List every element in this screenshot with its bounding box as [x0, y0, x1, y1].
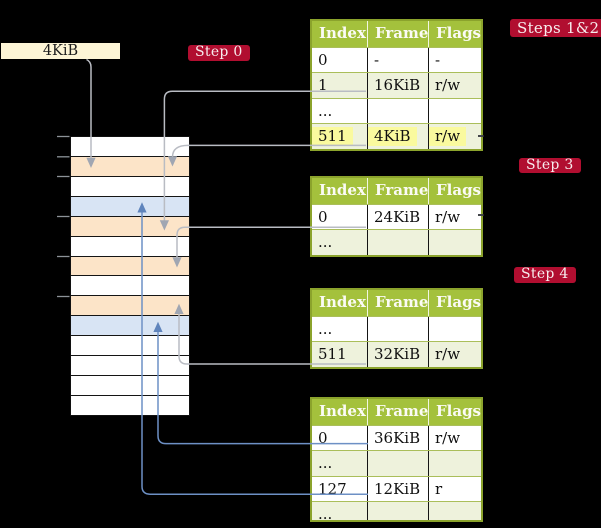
col-header-index: Index	[319, 181, 366, 199]
cell-flags	[428, 451, 481, 476]
table-3-header: Index Frame Flags	[312, 290, 481, 316]
table-row: 0 24KiB r/w	[312, 203, 481, 229]
page-table-4: Index Frame Flags 0 36KiB r/w ... 127 12…	[310, 397, 483, 522]
memory-column	[70, 136, 190, 416]
cell-frame: 36KiB	[367, 425, 428, 450]
cell-flags	[428, 98, 481, 123]
cell-flags: r/w	[428, 342, 481, 367]
memory-row-3	[71, 175, 189, 196]
memory-row-12	[71, 355, 189, 376]
table-row: ...	[312, 501, 481, 520]
table-row: 1 16KiB r/w	[312, 72, 481, 98]
col-header-frame: Frame	[367, 290, 428, 316]
cell-frame	[367, 230, 428, 255]
memory-row-6	[71, 235, 189, 256]
table-4-header: Index Frame Flags	[312, 399, 481, 425]
cell-index: ...	[318, 233, 333, 251]
memory-row-1	[71, 137, 189, 156]
cell-frame: 24KiB	[367, 204, 428, 229]
page-table-2: Index Frame Flags 0 24KiB r/w ...	[310, 176, 483, 257]
cell-flags: r	[428, 476, 481, 501]
cell-index: ...	[318, 505, 333, 522]
cell-index: 0	[318, 428, 328, 447]
memory-row-10	[71, 315, 189, 336]
badge-step-3: Step 3	[519, 157, 581, 173]
cell-flags	[428, 316, 481, 341]
memory-column-ticks	[57, 135, 70, 298]
cell-index: 127	[318, 479, 347, 498]
frame-size-label: 4KiB	[1, 43, 120, 59]
page-table-3: Index Frame Flags ... 511 32KiB r/w	[310, 288, 483, 369]
table-2-header: Index Frame Flags	[312, 178, 481, 204]
cell-frame	[367, 316, 428, 341]
cell-index: ...	[318, 101, 333, 120]
col-header-frame: Frame	[367, 21, 428, 47]
memory-row-14	[71, 394, 189, 415]
col-header-index: Index	[319, 24, 366, 42]
table-row: ...	[312, 229, 481, 255]
cell-index: 511	[312, 124, 367, 149]
cell-index: 1	[318, 76, 328, 94]
cell-flags: r/w	[428, 73, 481, 98]
table-row: 127 12KiB r	[312, 475, 481, 501]
memory-row-13	[71, 375, 189, 395]
cell-frame: -	[367, 47, 428, 72]
cell-flags	[428, 502, 481, 520]
cell-frame: 4KiB	[367, 124, 428, 149]
cell-frame	[367, 502, 428, 520]
memory-row-9	[71, 295, 189, 316]
col-header-flags: Flags	[428, 21, 481, 47]
table-row: ...	[312, 97, 481, 123]
cell-index: 511	[318, 345, 347, 363]
col-header-index: Index	[319, 402, 366, 420]
cell-frame	[367, 451, 428, 476]
cell-index: ...	[318, 454, 333, 472]
cell-frame: 16KiB	[367, 73, 428, 98]
col-header-frame: Frame	[367, 178, 428, 204]
cell-flags: r/w	[428, 204, 481, 229]
cell-flags	[428, 230, 481, 255]
table-row: 0 - -	[312, 46, 481, 72]
cell-frame: 32KiB	[367, 342, 428, 367]
cell-flags: r/w	[428, 124, 481, 149]
cell-flags: -	[428, 47, 481, 72]
cell-flags: r/w	[428, 425, 481, 450]
cell-frame: 12KiB	[367, 476, 428, 501]
badge-steps-1-2: Steps 1&2	[510, 19, 601, 37]
col-header-flags: Flags	[428, 290, 481, 316]
cell-frame	[367, 98, 428, 123]
memory-row-7	[71, 255, 189, 276]
cell-index: 0	[318, 207, 328, 226]
col-header-frame: Frame	[367, 399, 428, 425]
cell-index: 0	[318, 50, 328, 69]
table-row: 511 32KiB r/w	[312, 341, 481, 367]
badge-step-0: Step 0	[188, 44, 250, 61]
table-1-header: Index Frame Flags	[312, 21, 481, 47]
memory-row-5	[71, 215, 189, 236]
table-row: ...	[312, 450, 481, 476]
table-row: 0 36KiB r/w	[312, 424, 481, 450]
table-row-highlighted: 511 4KiB r/w	[312, 123, 481, 149]
col-header-index: Index	[319, 293, 366, 311]
memory-row-11	[71, 335, 189, 356]
col-header-flags: Flags	[428, 178, 481, 204]
col-header-flags: Flags	[428, 399, 481, 425]
table-row: ...	[312, 315, 481, 341]
memory-row-4	[71, 195, 189, 216]
memory-row-8	[71, 275, 189, 296]
cell-index: ...	[318, 319, 333, 338]
memory-row-2	[71, 155, 189, 176]
badge-step-4: Step 4	[514, 266, 576, 283]
page-table-1: Index Frame Flags 0 - - 1 16KiB r/w ... …	[310, 19, 483, 151]
